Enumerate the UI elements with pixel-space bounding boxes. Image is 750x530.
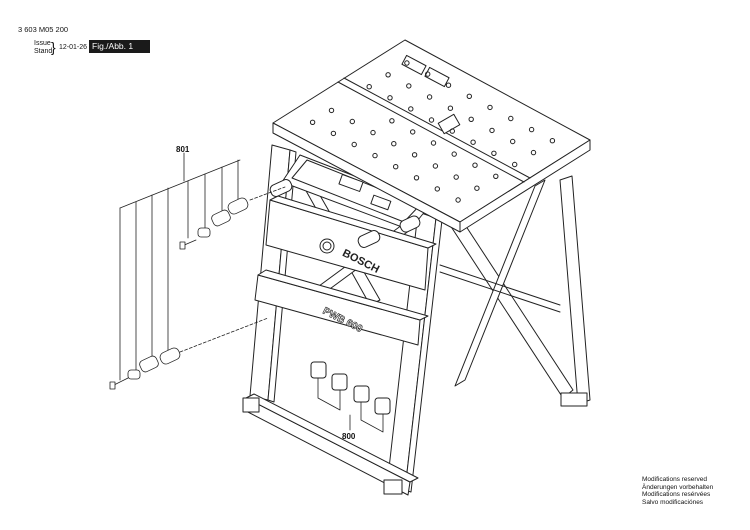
peg-hole — [330, 130, 337, 137]
issue-date: 12-01-26 — [59, 44, 88, 51]
peg-hole — [426, 94, 433, 100]
peg-hole — [470, 139, 476, 145]
accessory-set-801 — [109, 152, 286, 390]
peg-hole — [387, 95, 393, 101]
peg-hole — [468, 116, 474, 123]
peg-hole — [451, 151, 457, 157]
peg-hole — [510, 138, 516, 145]
modifications-line-es: Salvo modificaciónes — [642, 498, 704, 506]
peg-holes — [309, 60, 556, 203]
stand-label: Stand — [34, 48, 53, 55]
peg-hole — [487, 104, 493, 111]
peg-hole — [410, 129, 416, 135]
peg-hole — [445, 82, 452, 88]
modifications-line-fr: Modifications resérvées — [642, 491, 711, 499]
peg-hole — [428, 117, 435, 123]
modifications-notice: Modifications reserved Änderungen vorbeh… — [642, 476, 713, 506]
peg-hole — [453, 174, 459, 180]
peg-hole — [406, 83, 412, 89]
issue-label: Issue — [34, 40, 51, 47]
peg-hole — [493, 173, 499, 180]
peg-hole — [393, 164, 399, 170]
modifications-line-de: Änderungen vorbehalten — [642, 483, 714, 491]
peg-hole — [430, 140, 437, 146]
peg-hole — [472, 162, 478, 168]
peg-hole — [528, 126, 535, 133]
peg-hole — [328, 107, 335, 114]
peg-hole — [474, 185, 480, 191]
peg-hole — [466, 93, 472, 100]
peg-hole — [425, 71, 431, 77]
peg-hole — [349, 118, 355, 125]
peg-hole — [391, 141, 397, 147]
peg-hole — [530, 149, 537, 156]
peg-hole — [351, 141, 357, 148]
rear-legs — [439, 175, 591, 407]
peg-hole — [372, 152, 378, 159]
peg-hole — [408, 106, 414, 112]
peg-hole — [491, 150, 497, 157]
peg-hole — [389, 118, 395, 124]
callout-801: 801 — [176, 145, 190, 154]
brace-glyph: } — [51, 39, 56, 55]
peg-hole — [549, 138, 556, 144]
peg-hole — [434, 186, 440, 192]
peg-hole — [413, 175, 420, 181]
peg-hole — [366, 84, 372, 90]
clamp-set-800 — [310, 361, 391, 433]
peg-hole — [432, 163, 439, 169]
peg-hole — [455, 197, 461, 203]
tabletop — [272, 39, 591, 233]
front-frame — [242, 144, 443, 496]
peg-hole — [489, 127, 495, 134]
part-number: 3 603 M05 200 — [18, 25, 69, 34]
figure-label: Fig./Abb. 1 — [89, 40, 150, 53]
peg-hole — [370, 129, 376, 136]
modifications-line-en: Modifications reserved — [642, 476, 708, 483]
peg-hole — [512, 161, 518, 168]
side-handles — [269, 179, 421, 248]
callout-800: 800 — [342, 432, 356, 441]
peg-hole — [385, 72, 391, 78]
peg-hole — [404, 60, 410, 66]
peg-hole — [508, 115, 514, 122]
peg-hole — [309, 119, 316, 126]
peg-hole — [411, 152, 418, 158]
peg-hole — [447, 105, 454, 111]
peg-hole — [449, 128, 455, 134]
